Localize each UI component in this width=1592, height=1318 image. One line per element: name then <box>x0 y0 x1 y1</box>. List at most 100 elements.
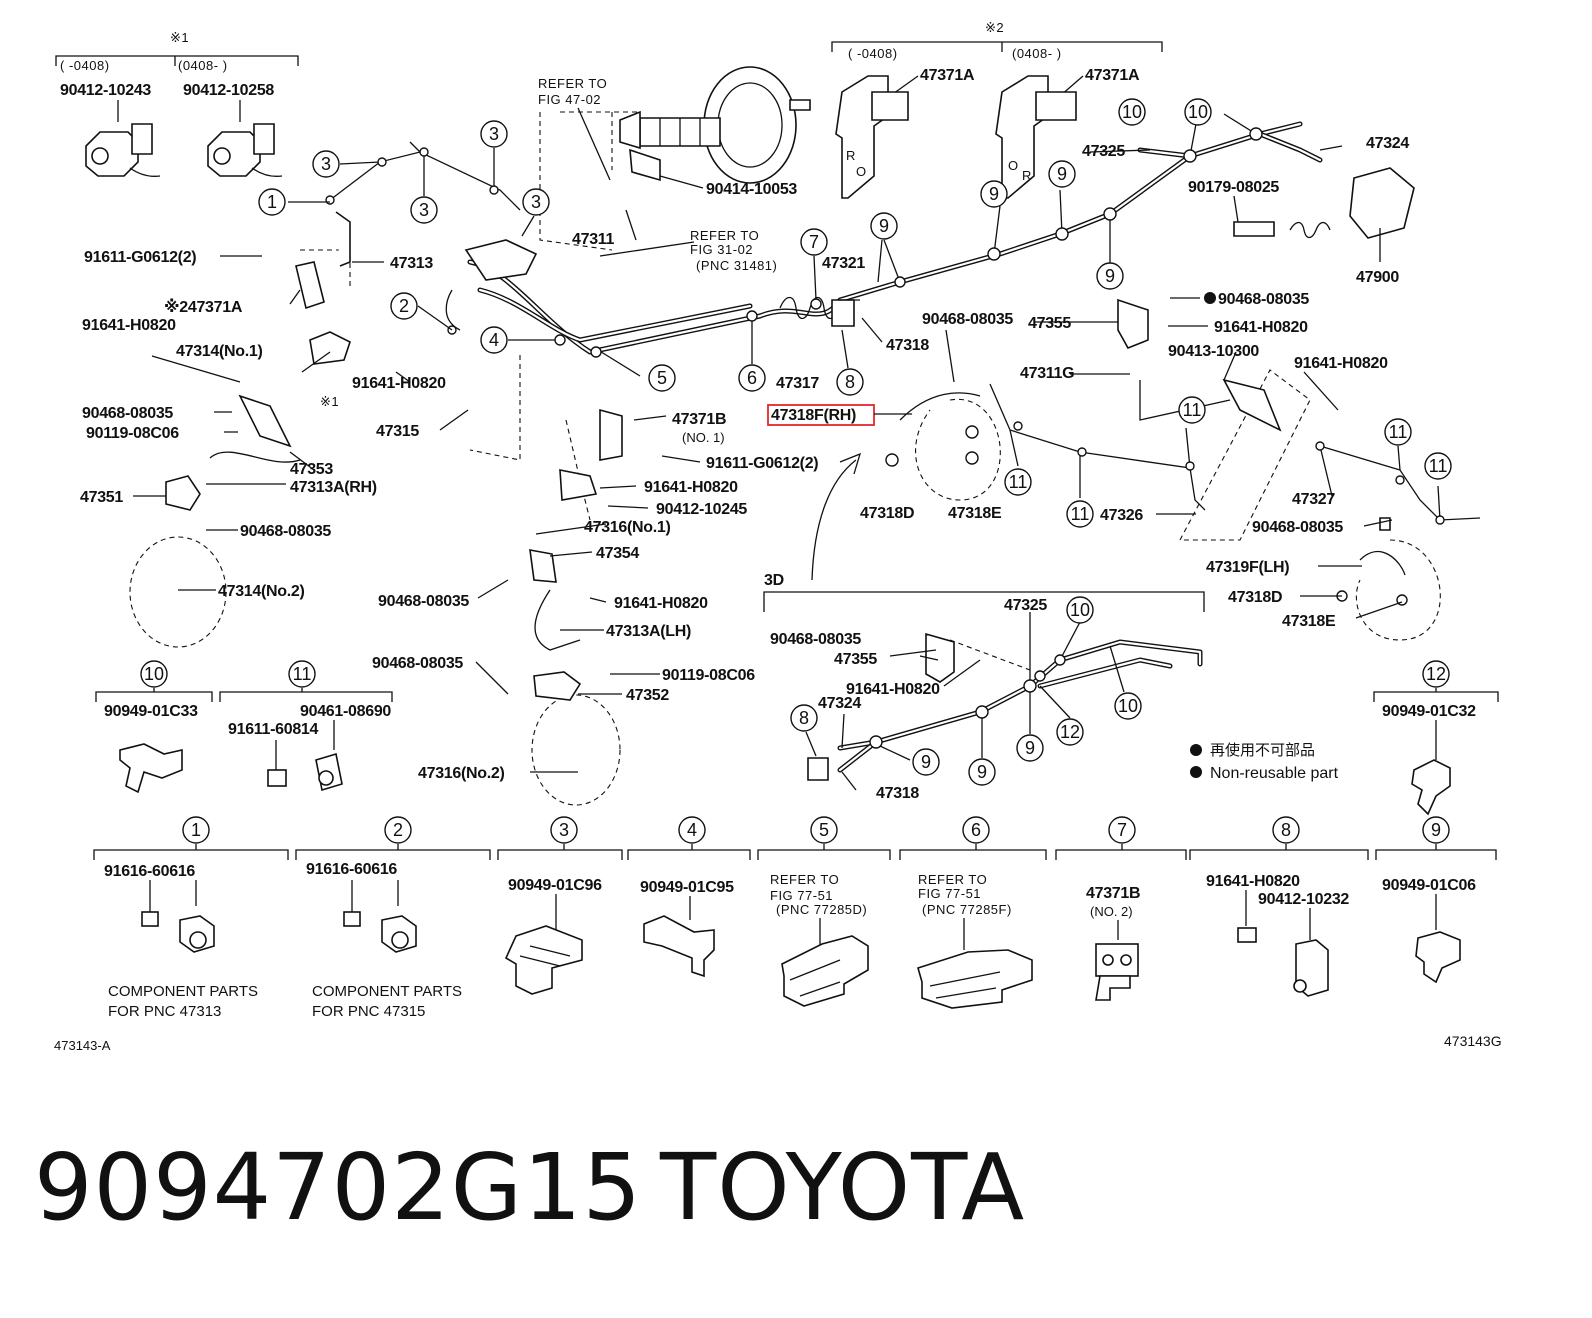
svg-text:90468-08035: 90468-08035 <box>378 593 469 610</box>
svg-text:(PNC 77285F): (PNC 77285F) <box>922 902 1012 917</box>
svg-text:47353: 47353 <box>290 461 333 478</box>
refer-fig-31-02: REFER TO FIG 31-02 (PNC 31481) <box>690 228 777 273</box>
callout: 9 <box>1016 734 1044 762</box>
svg-text:47355: 47355 <box>834 651 877 668</box>
svg-text:47326: 47326 <box>1100 507 1143 524</box>
svg-text:9: 9 <box>1431 820 1441 840</box>
callout: 10 <box>1114 692 1142 720</box>
svg-text:9: 9 <box>1025 738 1035 758</box>
svg-text:10: 10 <box>1118 696 1138 716</box>
callout: 10 <box>1184 98 1212 126</box>
svg-text:90119-08C06: 90119-08C06 <box>86 425 179 442</box>
section-3d: 3D <box>763 572 1205 781</box>
callout: 11 <box>1424 452 1452 480</box>
svg-text:6: 6 <box>971 820 981 840</box>
svg-text:90949-01C95: 90949-01C95 <box>640 879 734 896</box>
svg-text:90468-08035: 90468-08035 <box>1218 291 1309 308</box>
svg-text:REFER TO: REFER TO <box>538 76 607 91</box>
callout: 4 <box>480 326 508 354</box>
svg-text:91641-H0820: 91641-H0820 <box>352 375 446 392</box>
svg-text:47351: 47351 <box>80 489 123 506</box>
svg-text:47325: 47325 <box>1004 597 1047 614</box>
note2-range-a: ( -0408) <box>848 46 898 61</box>
svg-text:10: 10 <box>1122 102 1142 122</box>
svg-text:8: 8 <box>799 708 809 728</box>
callout: 9 <box>1096 262 1124 290</box>
callout: 5 <box>648 364 676 392</box>
svg-text:90949-01C32: 90949-01C32 <box>1382 703 1476 720</box>
callout: 8 <box>836 368 864 396</box>
callout: 11 <box>1004 468 1032 496</box>
legend-jp: 再使用不可部品 <box>1210 742 1315 759</box>
svg-text:4: 4 <box>489 330 499 350</box>
svg-text:47318D: 47318D <box>1228 589 1282 606</box>
svg-text:90179-08025: 90179-08025 <box>1188 179 1279 196</box>
svg-text:2: 2 <box>393 820 403 840</box>
callout: 9 <box>980 180 1008 208</box>
svg-text:90468-08035: 90468-08035 <box>922 311 1013 328</box>
detail-panel-1: 1 91616-60616 COMPONENT PARTS FOR PNC 47… <box>93 816 289 1020</box>
svg-text:FOR PNC 47315: FOR PNC 47315 <box>312 1003 425 1020</box>
callout: 10 <box>1118 98 1146 126</box>
callout: 8 <box>790 704 818 732</box>
svg-text:91616-60616: 91616-60616 <box>306 861 397 878</box>
callout: 9 <box>968 758 996 786</box>
svg-text:2: 2 <box>399 296 409 316</box>
svg-text:8: 8 <box>845 372 855 392</box>
bracket-47371a-early: R O <box>835 75 909 199</box>
detail-panel-3: 3 90949-01C96 <box>497 816 623 995</box>
svg-text:90468-08035: 90468-08035 <box>82 405 173 422</box>
svg-text:91616-60616: 91616-60616 <box>104 863 195 880</box>
svg-text:47317: 47317 <box>776 375 819 392</box>
note1-part-b: 90412-10258 <box>183 82 274 99</box>
footer-part-number: 9094702G15 <box>34 1134 643 1241</box>
bracket-47371a-late: R O <box>995 75 1077 199</box>
svg-text:91641-H0820: 91641-H0820 <box>1206 873 1300 890</box>
callout: 9 <box>1048 160 1076 188</box>
detail-panel-5: 5 REFER TO FIG 77-51 (PNC 77285D) <box>757 816 891 1007</box>
callout: 2 <box>390 292 418 320</box>
svg-text:47318E: 47318E <box>948 505 1002 522</box>
legend-en: Non-reusable part <box>1210 765 1339 782</box>
callout: 9 <box>870 212 898 240</box>
svg-text:※1: ※1 <box>320 394 339 409</box>
svg-text:FIG 31-02: FIG 31-02 <box>690 242 753 257</box>
svg-text:47318D: 47318D <box>860 505 914 522</box>
leader-lines <box>133 113 1441 791</box>
svg-text:90119-08C06: 90119-08C06 <box>662 667 755 684</box>
svg-text:7: 7 <box>1117 820 1127 840</box>
callout: 11 <box>1178 396 1206 424</box>
callout: 3 <box>410 196 438 224</box>
svg-text:6: 6 <box>747 368 757 388</box>
svg-text:10: 10 <box>144 664 164 684</box>
callout: 3 <box>522 188 550 216</box>
svg-text:91641-H0820: 91641-H0820 <box>1294 355 1388 372</box>
svg-text:90949-01C06: 90949-01C06 <box>1382 877 1476 894</box>
part-labels: 47311 REFER TO FIG 31-02 (PNC 31481) 473… <box>80 135 1410 802</box>
svg-text:3D: 3D <box>764 572 784 589</box>
svg-text:91611-60814: 91611-60814 <box>228 721 319 738</box>
svg-text:3: 3 <box>419 200 429 220</box>
detail-panel-6: 6 REFER TO FIG 77-51 (PNC 77285F) <box>899 816 1047 1009</box>
svg-text:COMPONENT PARTS: COMPONENT PARTS <box>312 983 462 1000</box>
svg-text:R: R <box>1022 168 1031 183</box>
detail-panel-9: 9 90949-01C06 <box>1375 816 1497 984</box>
detail-panel-4: 4 90949-01C95 <box>627 816 751 978</box>
svg-text:9: 9 <box>977 762 987 782</box>
svg-text:90461-08690: 90461-08690 <box>300 703 391 720</box>
callout-circles: 3 3 3 3 1 2 4 5 6 7 8 9 9 9 9 10 10 11 1… <box>258 98 1452 786</box>
note1-mark: ※1 <box>170 30 189 45</box>
svg-text:※247371A: ※247371A <box>164 298 243 316</box>
svg-text:FOR PNC 47313: FOR PNC 47313 <box>108 1003 221 1020</box>
svg-text:90949-01C96: 90949-01C96 <box>508 877 602 894</box>
svg-text:3: 3 <box>559 820 569 840</box>
svg-text:47352: 47352 <box>626 687 669 704</box>
svg-text:47325: 47325 <box>1082 143 1125 160</box>
note1-range-b: (0408- ) <box>178 58 228 73</box>
svg-text:91641-H0820: 91641-H0820 <box>846 681 940 698</box>
note2-range-b: (0408- ) <box>1012 46 1062 61</box>
detail-panel-10: 10 90949-01C33 <box>95 660 213 794</box>
svg-text:47324: 47324 <box>1366 135 1409 152</box>
brake-booster <box>619 66 811 184</box>
